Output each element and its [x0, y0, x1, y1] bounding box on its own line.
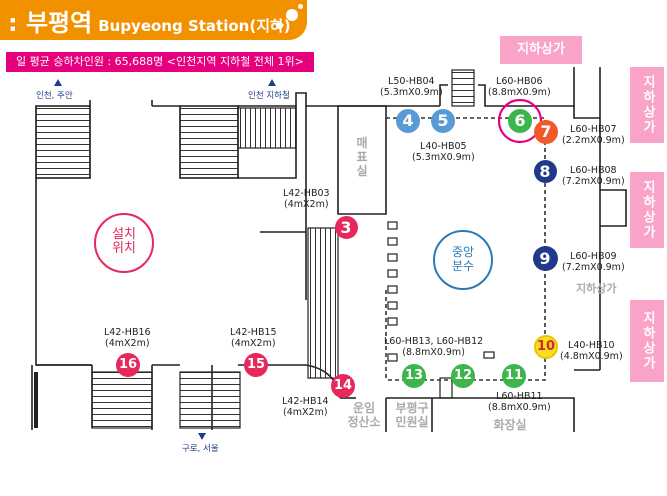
- board-label-10: L40-HB10 (4.8mX0.9m): [560, 340, 623, 362]
- fountain-label: 중앙 분수: [451, 245, 475, 273]
- board-label-7: L60-HB07 (2.2mX0.9m): [562, 124, 625, 146]
- board-label-14: L42-HB14 (4mX2m): [282, 396, 329, 418]
- exit-label-incheon-juan: 인천, 주안: [36, 91, 73, 101]
- board-label-4: L50-HB04 (5.3mX0.9m): [380, 76, 443, 98]
- board-marker-15: 15: [244, 353, 268, 377]
- board-marker-16: 16: [116, 353, 140, 377]
- shop-label-right-1: 지하상가: [630, 67, 664, 143]
- board-marker-9: 9: [532, 245, 558, 271]
- board-marker-7: 7: [534, 120, 558, 144]
- board-marker-5: 5: [431, 109, 455, 133]
- board-label-9: L60-HB09 (7.2mX0.9m): [562, 251, 625, 273]
- board-label-15: L42-HB15 (4mX2m): [230, 327, 277, 349]
- board-marker-6: 6: [508, 109, 532, 133]
- board-marker-13: 13: [402, 364, 426, 388]
- exit-label-guro-seoul: 구로, 서울: [182, 444, 219, 454]
- civil-office-label: 부평구 민원실: [395, 401, 429, 429]
- board-label-11: L60-HB11 (8.8mX0.9m): [488, 391, 551, 413]
- board-label-8: L60-HB08 (7.2mX0.9m): [562, 165, 625, 187]
- ticket-office-label: 매표실: [356, 136, 368, 178]
- title-bar: [0, 0, 307, 40]
- ridership-banner: 일 평균 승하차인원 : 65,688명 <인천지역 지하철 전체 1위>: [6, 52, 314, 72]
- exit-label-incheon-subway: 인천 지하철: [248, 91, 290, 101]
- shop-label-right-2: 지하상가: [630, 172, 664, 248]
- shop-label-top: 지하상가: [500, 36, 582, 64]
- board-marker-12: 12: [451, 364, 475, 388]
- corridor-shop-label: 지하상가: [576, 282, 617, 295]
- fare-adjustment-label: 운임 정산소: [347, 401, 381, 429]
- board-marker-14: 14: [331, 374, 355, 398]
- decorative-dots-icon: [270, 2, 310, 32]
- restroom-label: 화장실: [493, 418, 527, 432]
- board-label-5: L40-HB05 (5.3mX0.9m): [412, 141, 475, 163]
- board-marker-11: 11: [502, 364, 526, 388]
- board-marker-8: 8: [533, 159, 557, 183]
- board-marker-10: 10: [534, 335, 558, 359]
- station-name-kr: 부평역: [25, 9, 93, 37]
- install-location-label: 설치 위치: [112, 227, 136, 256]
- board-marker-4: 4: [396, 109, 420, 133]
- board-label-3: L42-HB03 (4mX2m): [283, 188, 330, 210]
- board-label-13: L60-HB13, L60-HB12 (8.8mX0.9m): [384, 336, 484, 358]
- board-label-6: L60-HB06 (8.8mX0.9m): [488, 76, 551, 98]
- board-label-16: L42-HB16 (4mX2m): [104, 327, 151, 349]
- shop-label-right-3: 지하상가: [630, 300, 664, 382]
- station-name-en: Bupyeong Station(지하): [98, 17, 291, 35]
- board-marker-3: 3: [334, 215, 358, 239]
